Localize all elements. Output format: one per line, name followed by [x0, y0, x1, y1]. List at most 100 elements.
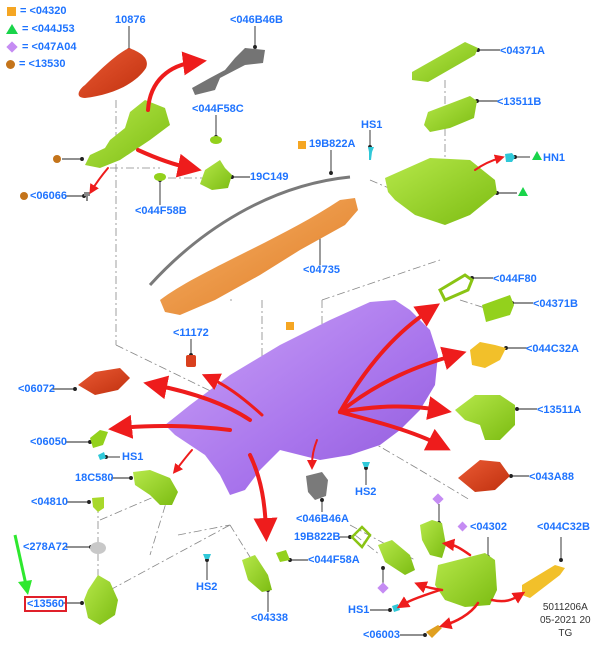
triangle-icon: [6, 24, 18, 34]
part-278A72[interactable]: [90, 542, 106, 554]
part-HS1-left[interactable]: [98, 452, 106, 460]
part-04302[interactable]: [435, 553, 497, 607]
part-044F58B[interactable]: [154, 173, 166, 181]
part-green-housing-top[interactable]: [385, 158, 497, 225]
part-04371A[interactable]: [412, 42, 478, 82]
part-04302-upper[interactable]: [420, 520, 446, 558]
part-04371B[interactable]: [482, 295, 514, 322]
label-044F58B[interactable]: <044F58B: [135, 205, 187, 217]
part-06003[interactable]: [426, 625, 442, 638]
label-hs2-mid[interactable]: HS2: [355, 486, 377, 498]
part-04338[interactable]: [242, 555, 272, 592]
part-green-bracket-left[interactable]: [85, 100, 170, 168]
legend-item-square: = <04320: [6, 4, 67, 18]
part-19C149[interactable]: [200, 160, 232, 190]
legend-text: = <044J53: [22, 23, 75, 35]
label-043A88[interactable]: <043A88: [529, 471, 574, 483]
label-06066[interactable]: <06066: [30, 190, 68, 202]
part-06050[interactable]: [90, 430, 108, 448]
drawing-date: 05-2021 20: [540, 615, 591, 626]
part-046B46A[interactable]: [306, 472, 328, 500]
triangle-marker: [518, 187, 528, 196]
label-hs1-top[interactable]: HS1: [361, 119, 383, 131]
legend-item-diamond: = <047A04: [6, 40, 76, 54]
part-044F80[interactable]: [438, 273, 474, 302]
circle-icon: [6, 59, 15, 69]
label-046B46B[interactable]: <046B46B: [230, 14, 283, 26]
label-06050[interactable]: <06050: [30, 436, 68, 448]
panel-square-marker: [286, 322, 294, 330]
legend-text: = <04320: [20, 5, 67, 17]
label-hs2-bottom[interactable]: HS2: [196, 581, 218, 593]
label-13560-selected[interactable]: <13560: [24, 596, 68, 612]
part-19B822A[interactable]: [148, 175, 351, 287]
part-043A88[interactable]: [458, 460, 510, 492]
label-044F58A[interactable]: <044F58A: [308, 554, 360, 566]
legend-text: = <047A04: [22, 41, 77, 53]
label-06072[interactable]: <06072: [18, 383, 56, 395]
label-044F58C[interactable]: <044F58C: [192, 103, 244, 115]
part-04810[interactable]: [92, 497, 104, 512]
label-04302[interactable]: <04302: [470, 521, 508, 533]
label-046B46A[interactable]: <046B46A: [296, 513, 349, 525]
diamond-icon: [6, 41, 18, 53]
label-04735[interactable]: <04735: [303, 264, 341, 276]
part-green-duct[interactable]: [378, 540, 415, 575]
label-044F80[interactable]: <044F80: [493, 273, 537, 285]
part-044C32A[interactable]: [470, 342, 506, 368]
label-19B822B[interactable]: 19B822B: [294, 531, 341, 543]
part-13511B[interactable]: [424, 96, 477, 132]
legend-text: = <13530: [19, 58, 66, 70]
legend-item-triangle: = <044J53: [6, 22, 75, 36]
part-06072[interactable]: [78, 368, 130, 395]
label-hs1-bottom[interactable]: HS1: [348, 604, 370, 616]
highlight-arrow: [13, 534, 32, 595]
label-hs1-left[interactable]: HS1: [122, 451, 144, 463]
label-044C32B[interactable]: <044C32B: [537, 521, 590, 533]
part-13560[interactable]: [84, 575, 118, 625]
part-HN1-clip[interactable]: [505, 153, 515, 162]
drawing-info: 5011206A 05-2021 20 TG: [540, 601, 591, 640]
part-10876[interactable]: [78, 48, 147, 98]
label-11172[interactable]: <11172: [173, 327, 209, 339]
diamond-marker-2: [377, 582, 389, 594]
label-13511B[interactable]: <13511B: [497, 96, 542, 108]
part-044C32B[interactable]: [522, 565, 565, 598]
explosion-arrows: [89, 51, 526, 630]
drawing-code: 5011206A: [542, 602, 588, 613]
part-HS1-top[interactable]: [368, 147, 374, 160]
label-04810[interactable]: <04810: [31, 496, 69, 508]
part-13511A[interactable]: [455, 395, 515, 440]
part-instrument-panel[interactable]: [165, 300, 438, 495]
label-044C32A[interactable]: <044C32A: [526, 343, 579, 355]
part-044F58C[interactable]: [210, 136, 222, 144]
part-06066[interactable]: [84, 192, 90, 201]
part-04735[interactable]: [160, 198, 358, 315]
hn1-triangle-marker: [532, 151, 542, 160]
label-04371A[interactable]: <04371A: [500, 45, 545, 57]
part-19B822B[interactable]: [350, 525, 372, 549]
part-11172[interactable]: [186, 355, 196, 367]
legend-item-circle: = <13530: [6, 57, 66, 71]
label-04371B[interactable]: <04371B: [533, 298, 578, 310]
part-044F58A[interactable]: [276, 550, 290, 562]
label-06003[interactable]: <06003: [363, 629, 401, 641]
label-10876[interactable]: 10876: [115, 14, 146, 26]
diamond-marker-1: [432, 493, 444, 505]
part-13530-marker: [53, 155, 61, 163]
part-06066-marker: [20, 192, 28, 200]
label-13511A[interactable]: <13511A: [537, 404, 582, 416]
label-hn1[interactable]: HN1: [543, 152, 566, 164]
part-046B46B[interactable]: [192, 48, 265, 95]
label-18C580[interactable]: 18C580: [75, 472, 114, 484]
part-HS2-bottom[interactable]: [203, 554, 211, 559]
label-19B822A[interactable]: 19B822A: [309, 138, 356, 150]
part-HS2-mid[interactable]: [362, 462, 370, 467]
label-19C149[interactable]: 19C149: [250, 171, 289, 183]
label-04338[interactable]: <04338: [251, 612, 289, 624]
part-HS1-bottom[interactable]: [392, 604, 400, 612]
part-18C580[interactable]: [133, 470, 178, 505]
label-278A72[interactable]: <278A72: [23, 541, 68, 553]
